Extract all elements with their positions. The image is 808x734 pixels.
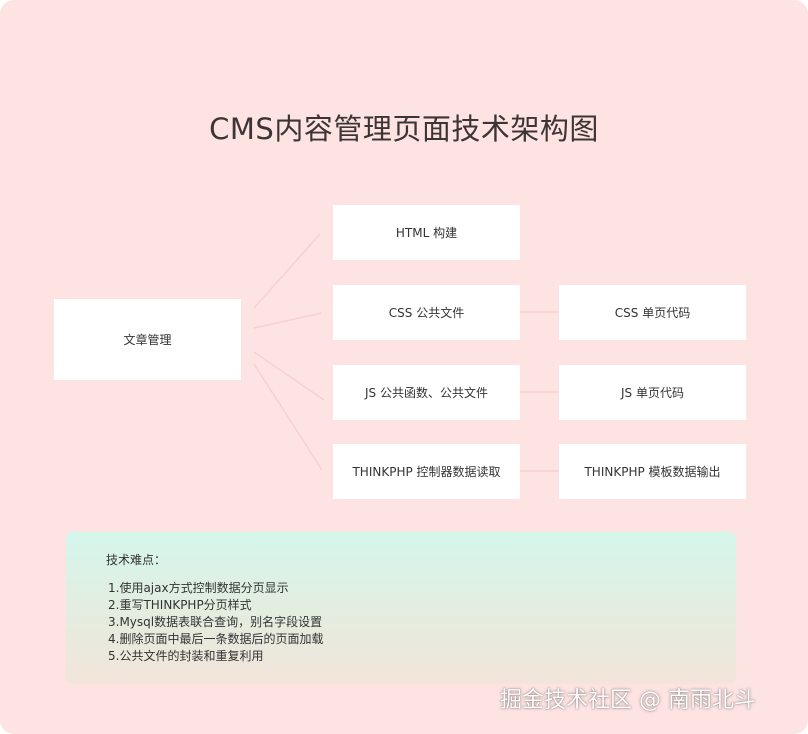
- connector-root-js: [253, 351, 325, 401]
- child-node-js: JS 单页代码: [559, 365, 746, 420]
- branch-node-thinkphp: THINKPHP 控制器数据读取: [333, 444, 520, 499]
- diagram-title: CMS内容管理页面技术架构图: [209, 112, 599, 146]
- notes-panel: 技术难点： 1.使用ajax方式控制数据分页显示 2.重写THINKPHP分页样…: [66, 532, 736, 684]
- note-item: 2.重写THINKPHP分页样式: [108, 598, 252, 612]
- note-item: 1.使用ajax方式控制数据分页显示: [108, 581, 289, 595]
- watermark: 掘金技术社区 @ 南雨北斗: [500, 688, 756, 713]
- connector-root-html: [253, 233, 321, 309]
- connector-root-thinkphp: [253, 363, 323, 471]
- note-item: 5.公共文件的封装和重复利用: [108, 649, 264, 663]
- note-item: 4.删除页面中最后一条数据后的页面加载: [108, 632, 324, 646]
- notes-list: 1.使用ajax方式控制数据分页显示 2.重写THINKPHP分页样式 3.My…: [108, 580, 323, 665]
- branch-node-css: CSS 公共文件: [333, 285, 520, 340]
- child-node-css: CSS 单页代码: [559, 285, 746, 340]
- branch-node-js: JS 公共函数、公共文件: [333, 365, 520, 420]
- root-node: 文章管理: [54, 299, 241, 380]
- notes-title: 技术难点：: [106, 553, 167, 567]
- branch-node-html: HTML 构建: [333, 205, 520, 260]
- child-node-thinkphp: THINKPHP 模板数据输出: [559, 444, 746, 499]
- note-item: 3.Mysql数据表联合查询，别名字段设置: [108, 615, 323, 629]
- connector-root-css: [253, 312, 323, 329]
